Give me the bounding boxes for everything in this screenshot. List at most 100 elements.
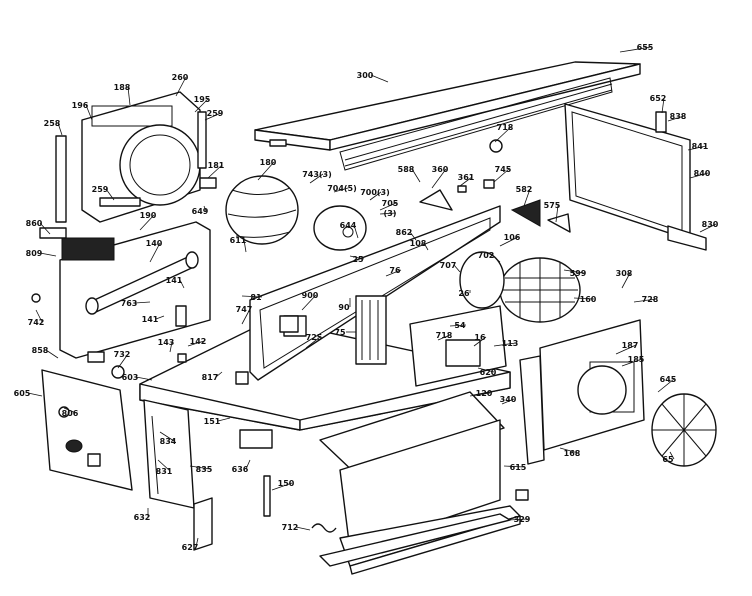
callout-leader (271, 482, 293, 491)
callout-leader (411, 168, 421, 183)
part-number-label: 763 (121, 299, 138, 308)
callout-leader (494, 126, 512, 143)
part-number-label: 743(3) (302, 170, 332, 179)
side-bracket-835 (143, 399, 195, 509)
callout-leader (563, 269, 585, 274)
part-number-label: 108 (410, 239, 427, 248)
heater-element (355, 295, 387, 365)
callout-leader (459, 176, 473, 187)
callout-leader (301, 294, 317, 311)
callout-leader (39, 252, 57, 257)
part-number-label: 142 (190, 337, 207, 346)
callout-leader (241, 295, 263, 298)
part-number-label: 834 (160, 437, 177, 446)
callout-leader (155, 315, 165, 320)
part-number-label: 143 (158, 338, 175, 347)
part-number-label: 632 (134, 513, 151, 522)
callout-leader (619, 46, 652, 53)
callout-leader (449, 324, 467, 327)
callout-leader (491, 254, 501, 263)
base-chassis (139, 319, 511, 431)
callout-leader (699, 223, 717, 233)
part-number-label: 120 (476, 389, 493, 398)
part-number-label: 860 (26, 219, 43, 228)
callout-leader (27, 392, 43, 397)
part-number-label: 599 (570, 269, 587, 278)
part-number-label: 806 (62, 409, 79, 418)
part-number-label: 745 (495, 165, 512, 174)
callout-leader (207, 164, 223, 179)
callout-leader (523, 188, 531, 207)
part-number-label: 655 (637, 43, 654, 52)
callout-leader (409, 231, 417, 241)
part-number-label: 188 (114, 83, 131, 92)
part-number-label: 90 (338, 303, 350, 312)
part-number-label: 329 (514, 515, 531, 524)
part-number-label: 16 (474, 333, 486, 342)
part-number-label: 300 (357, 71, 374, 80)
callout-leader (437, 334, 451, 341)
callout-leader (657, 378, 675, 393)
callout-leader (175, 76, 187, 97)
part-number-label: 26 (458, 289, 470, 298)
part-number-label: 830 (702, 220, 719, 229)
fan-blade-assembly (199, 175, 299, 245)
part-number-label: 185 (628, 355, 645, 364)
part-number-label: 54 (454, 321, 466, 330)
part-number-label: 652 (650, 94, 667, 103)
part-number-label: 817 (202, 373, 219, 382)
motor (313, 205, 367, 251)
callout-leader (35, 309, 43, 323)
part-number-label: 603 (122, 373, 139, 382)
callout-leader (159, 431, 175, 442)
part-number-label: 25 (352, 255, 364, 264)
small-parts (31, 139, 571, 533)
callout-leader (217, 417, 231, 422)
part-number-label: 700(3) (360, 188, 390, 197)
part-number-label: 615 (510, 463, 527, 472)
part-number-label: 141 (142, 315, 159, 324)
part-number-label: 900 (302, 291, 319, 300)
callout-leader (469, 392, 491, 397)
part-number-label: 705 (382, 199, 399, 208)
part-number-label: 704(5) (327, 184, 357, 193)
callout-leader (349, 255, 365, 260)
part-number-label: 340 (500, 395, 517, 404)
part-number-label: 76 (389, 266, 401, 275)
callout-leader (493, 342, 517, 347)
part-number-label: 707 (440, 261, 457, 270)
callout-leader (555, 204, 559, 223)
front-control-panel (41, 369, 133, 491)
condenser-fan-65 (651, 393, 717, 467)
part-number-label: 113 (502, 339, 519, 348)
callout-leader (379, 212, 397, 215)
part-number-label: 636 (232, 465, 249, 474)
callout-leader (241, 308, 251, 325)
callout-labels: 6553001881962601952592586528388418408307… (14, 43, 719, 552)
callout-leader (667, 115, 685, 122)
callout-leader (203, 205, 207, 212)
callout-leader (45, 349, 59, 359)
callout-leader (204, 112, 222, 121)
part-number-label: 65 (662, 455, 674, 464)
bracket-627 (193, 497, 213, 551)
callout-leader (370, 74, 389, 83)
part-number-label: 841 (692, 142, 709, 151)
part-number-label: 620 (480, 368, 497, 377)
part-number-label: 627 (182, 543, 199, 552)
part-number-label: 718 (436, 331, 453, 340)
callout-leader (39, 222, 51, 235)
part-number-label: 732 (114, 350, 131, 359)
callout-leader (499, 236, 519, 247)
part-number-label: 644 (340, 221, 357, 230)
part-number-label: 160 (580, 295, 597, 304)
callout-leader (149, 242, 161, 263)
part-number-label: 649 (192, 207, 209, 216)
callout-leader (493, 168, 510, 183)
callout-leader (135, 376, 153, 381)
part-number-label: 361 (458, 173, 475, 182)
part-number-label: 747 (236, 305, 253, 314)
top-cover-300 (254, 61, 641, 171)
part-number-label: 831 (156, 467, 173, 476)
